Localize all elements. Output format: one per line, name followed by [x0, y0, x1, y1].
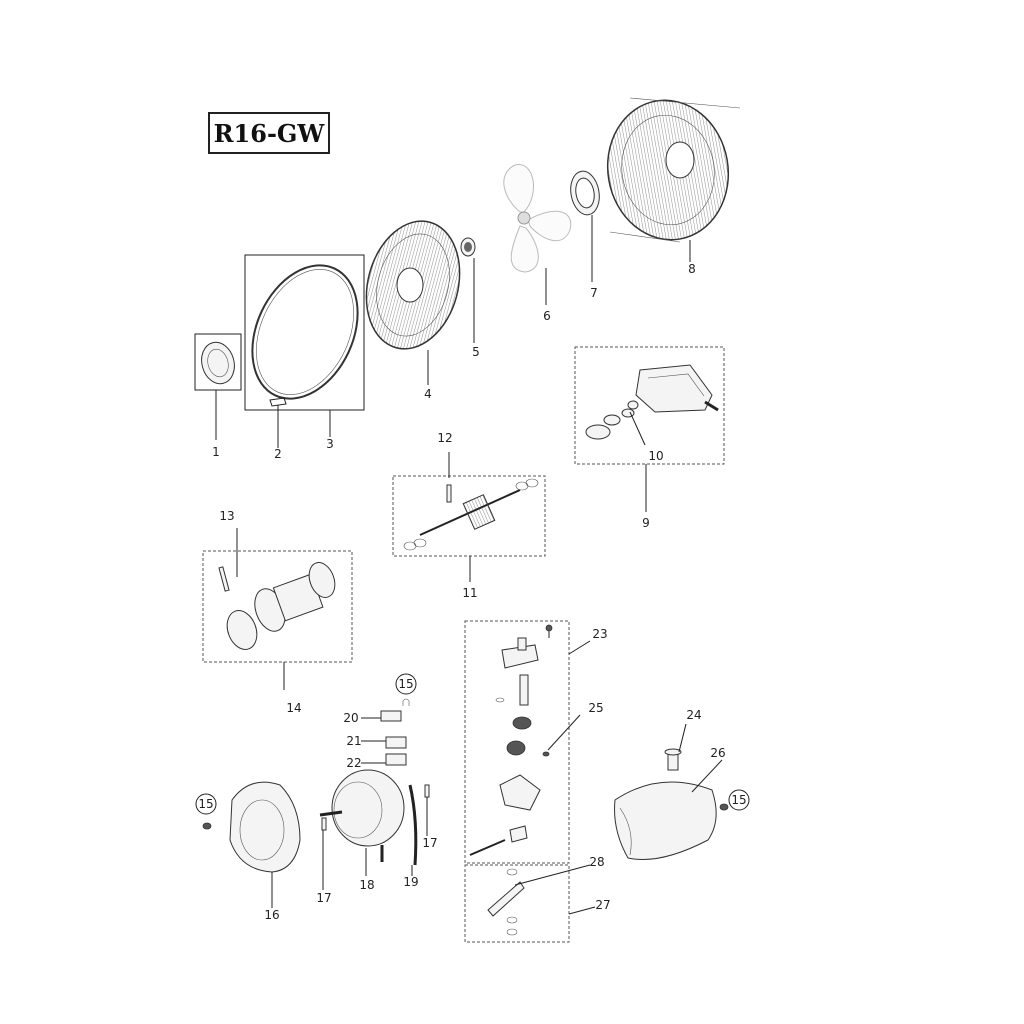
callout-11: 11 — [462, 586, 477, 600]
callout-15-cover: 15 — [731, 793, 746, 807]
rotor-group — [392, 475, 546, 557]
gear-train-group — [464, 620, 570, 864]
callout-labels: 1 2 3 4 5 6 7 8 9 10 11 12 13 14 15 15 1… — [198, 262, 746, 922]
callout-9: 9 — [642, 516, 650, 530]
back-housing-icon — [229, 781, 301, 873]
ring-clip-box — [244, 254, 365, 411]
link-group — [464, 864, 570, 943]
callout-27: 27 — [595, 898, 610, 912]
callout-19: 19 — [403, 875, 418, 889]
callout-10: 10 — [648, 449, 663, 463]
callout-6: 6 — [543, 309, 551, 323]
badge-box — [194, 333, 242, 391]
callout-5: 5 — [472, 345, 480, 359]
badge-icon — [201, 341, 235, 385]
gear-box-icon — [635, 364, 713, 413]
callout-15-housing: 15 — [198, 797, 213, 811]
callout-18: 18 — [359, 878, 374, 892]
callout-25: 25 — [588, 701, 603, 715]
callout-26: 26 — [710, 746, 725, 760]
callout-22: 22 — [346, 756, 361, 770]
base-cover-icon — [614, 781, 717, 861]
fan-blade-icon — [503, 164, 572, 273]
callout-2: 2 — [274, 447, 282, 461]
callout-8: 8 — [688, 262, 696, 276]
callout-3: 3 — [326, 437, 334, 451]
callout-17-right: 17 — [422, 836, 437, 850]
callout-14: 14 — [286, 701, 301, 715]
callout-7: 7 — [590, 286, 598, 300]
callout-23: 23 — [592, 627, 607, 641]
rotor-icon — [462, 494, 496, 530]
stator-icon — [226, 562, 336, 650]
model-title: R16-GW — [213, 118, 325, 148]
callout-13: 13 — [219, 509, 234, 523]
callout-4: 4 — [424, 387, 432, 401]
callout-16: 16 — [264, 908, 279, 922]
callout-1: 1 — [212, 445, 220, 459]
gear-housing-icon — [499, 774, 541, 811]
callout-24: 24 — [686, 708, 701, 722]
callout-17-left: 17 — [316, 891, 331, 905]
model-title-box: R16-GW — [208, 112, 330, 154]
callout-28: 28 — [589, 855, 604, 869]
callout-15-motor: 15 — [398, 677, 413, 691]
callout-21: 21 — [346, 734, 361, 748]
ring-clip-icon — [251, 264, 359, 400]
motor-icon — [331, 769, 405, 847]
gear-box-group — [574, 346, 725, 465]
clip-icon — [269, 397, 287, 407]
callout-20: 20 — [343, 711, 358, 725]
callout-12: 12 — [437, 431, 452, 445]
